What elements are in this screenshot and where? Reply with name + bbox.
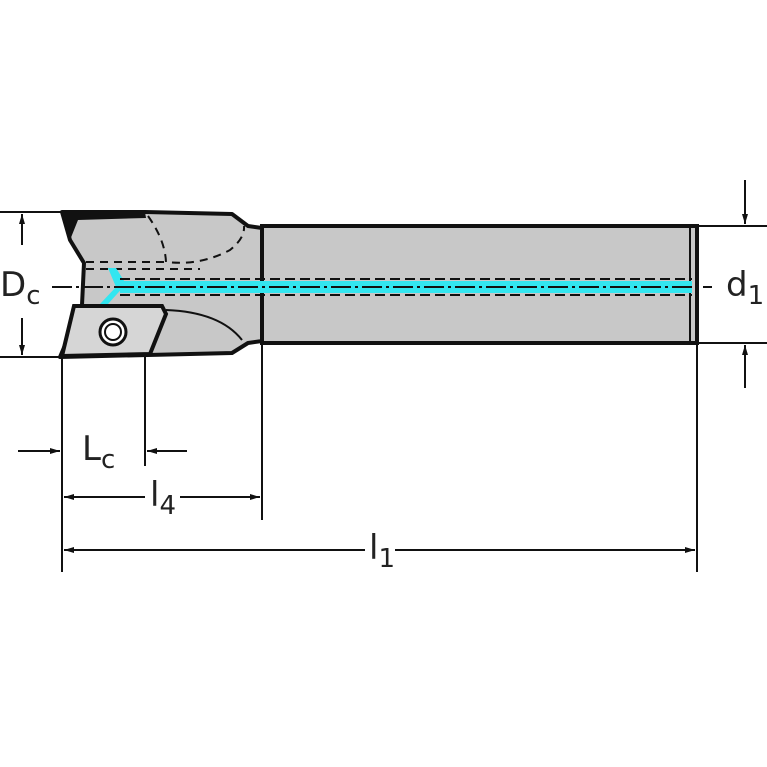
dim-label-Dc: Dc (0, 265, 41, 311)
dim-label-Lc: Lc (82, 429, 116, 475)
dim-label-d1: d1 (726, 265, 765, 311)
dim-label-l1: l1 (369, 528, 395, 574)
extension-lines (0, 211, 767, 572)
dim-label-l4: l4 (150, 475, 176, 521)
dimension-arrows (18, 180, 748, 553)
